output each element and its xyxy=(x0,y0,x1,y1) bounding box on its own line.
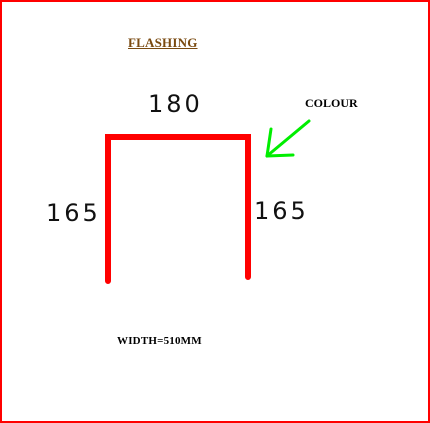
colour-arrow xyxy=(265,119,311,158)
width-label: WIDTH=510MM xyxy=(117,335,202,347)
flashing-profile xyxy=(105,134,251,284)
drawing-title: FLASHING xyxy=(128,35,198,50)
colour-arrow-head-top xyxy=(265,127,273,158)
colour-arrow-head-bottom xyxy=(265,153,295,158)
colour-label: COLOUR xyxy=(305,96,358,110)
dimension-top: 180 xyxy=(148,90,203,118)
colour-arrow-shaft xyxy=(265,119,311,158)
dimension-left: 165 xyxy=(46,199,101,227)
dimension-right: 165 xyxy=(254,197,309,225)
